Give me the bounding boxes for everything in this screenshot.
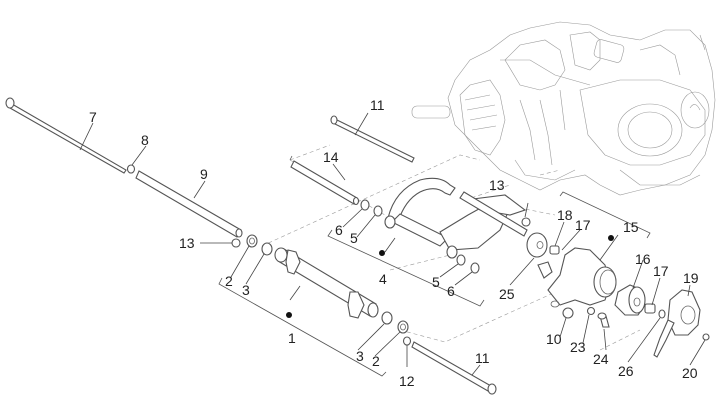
part-24-bolt <box>597 312 610 328</box>
part-13-nut-left <box>231 238 241 248</box>
part-9-spacer-tube <box>135 170 243 238</box>
assembly-brackets <box>218 155 651 377</box>
callout-9: 9 <box>200 166 208 182</box>
part-clip <box>537 261 553 279</box>
callout-26: 26 <box>618 363 634 379</box>
part-2-seal-left <box>246 234 258 248</box>
callout-4: 4 <box>379 271 387 287</box>
part-17-spacer-right <box>644 303 656 314</box>
assembly-marker-15 <box>608 235 614 241</box>
part-12-washer <box>402 336 412 346</box>
part-20-screw <box>702 333 710 341</box>
callout-24: 24 <box>593 351 609 367</box>
callout-11-bottom: 11 <box>475 350 490 366</box>
callout-7: 7 <box>89 109 97 125</box>
part-7-long-bolt <box>5 97 127 174</box>
part-23-washer <box>586 306 596 316</box>
callout-3-left: 3 <box>242 282 250 298</box>
callout-10: 10 <box>546 331 562 347</box>
callout-13-left: 13 <box>179 235 195 251</box>
part-16-bearing-drum <box>614 284 646 316</box>
callout-11-top: 11 <box>370 97 385 113</box>
callout-2-right: 2 <box>372 353 380 369</box>
callout-23: 23 <box>570 339 586 355</box>
callout-14: 14 <box>323 149 339 165</box>
assembly-marker-4 <box>379 250 385 256</box>
callout-6-upper: 6 <box>335 222 343 238</box>
part-3-bushing-left <box>261 242 273 256</box>
callout-25: 25 <box>499 286 515 302</box>
part-3-bushing-right <box>381 311 393 325</box>
callout-5-upper: 5 <box>350 230 358 246</box>
part-15-hub-bracket <box>547 247 617 308</box>
callout-labels: 7 8 9 13 2 3 1 3 2 12 11 11 14 6 5 4 5 6… <box>89 97 699 389</box>
part-11-bolt-top <box>330 115 415 163</box>
part-10-nut <box>562 307 574 319</box>
part-13-nut-right <box>521 217 531 227</box>
callout-19: 19 <box>683 270 699 286</box>
callout-5-lower: 5 <box>432 274 440 290</box>
callout-20: 20 <box>682 365 698 381</box>
part-14-pin <box>290 160 360 206</box>
part-25-plate <box>526 232 548 258</box>
assembly-markers <box>286 235 614 318</box>
callout-8: 8 <box>141 132 149 148</box>
part-19-hub-cover <box>653 289 701 358</box>
part-5-bushing-upper <box>373 205 383 217</box>
part-6-washer-upper <box>360 199 370 211</box>
leader-lines <box>79 112 706 376</box>
part-6-washer-lower <box>470 262 480 274</box>
callout-3-right: 3 <box>356 348 364 364</box>
part-2-seal-right <box>397 320 409 334</box>
callout-17-right: 17 <box>653 263 669 279</box>
callout-17-left: 17 <box>575 217 591 233</box>
part-11-bolt-bottom <box>411 341 497 395</box>
assembly-marker-1 <box>286 312 292 318</box>
part-5-bushing-lower <box>456 254 466 266</box>
part-26-oring <box>658 309 666 319</box>
part-8-washer <box>126 164 136 174</box>
callout-2-left: 2 <box>225 273 233 289</box>
callout-18: 18 <box>557 207 573 223</box>
part-4-link-arm <box>384 177 528 259</box>
callout-15: 15 <box>623 219 639 235</box>
callout-16: 16 <box>635 251 651 267</box>
part-1-swingarm-tube <box>274 247 379 319</box>
callout-1: 1 <box>288 330 296 346</box>
callout-13-right: 13 <box>489 177 505 193</box>
callout-6-lower: 6 <box>447 283 455 299</box>
part-18-spacer <box>549 245 560 255</box>
callout-12: 12 <box>399 373 415 389</box>
engine-illustration <box>411 21 716 196</box>
